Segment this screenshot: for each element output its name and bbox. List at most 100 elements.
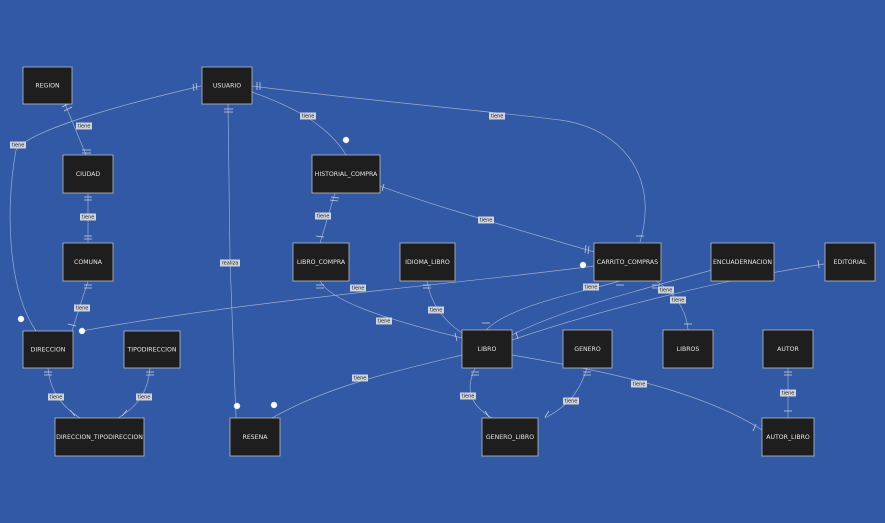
- entity-label: CARRITO_COMPRAS: [597, 259, 658, 266]
- cardinality-mark: [67, 323, 77, 327]
- rel-label: tiene: [300, 112, 316, 120]
- entity-ciudad[interactable]: CIUDAD: [62, 154, 114, 194]
- rel-label: tiene: [583, 283, 599, 291]
- entity-region[interactable]: REGION: [22, 66, 73, 105]
- cardinality-mark: [515, 331, 519, 340]
- rel-label: tiene: [376, 317, 392, 325]
- entity-autor[interactable]: AUTOR: [762, 329, 814, 369]
- rel-label: tiene: [352, 374, 368, 382]
- rel-label-text: tiene: [354, 376, 367, 382]
- rel-label: tiene: [350, 284, 366, 292]
- entity-tipodireccion[interactable]: TIPODIRECCION: [123, 330, 181, 369]
- entity-label: REGION: [35, 83, 60, 90]
- rel-libro-resena-line: [271, 354, 463, 419]
- rel-carrito-libro-line: [485, 280, 621, 331]
- entity-idioma-libro[interactable]: IDIOMA_LIBRO: [399, 242, 456, 282]
- entity-autor-libro[interactable]: AUTOR_LIBRO: [761, 417, 815, 457]
- cardinality-mark: [454, 332, 458, 342]
- optional-marker: [579, 261, 587, 269]
- optional-marker: [342, 136, 350, 144]
- rel-label-text: tiene: [378, 319, 391, 325]
- cardinality-mark: [84, 284, 92, 289]
- rel-label: tiene: [48, 393, 64, 401]
- rel-label-text: tiene: [50, 395, 63, 401]
- rel-label-text: tiene: [430, 308, 443, 314]
- cardinality-mark: [544, 410, 550, 418]
- rel-label-text: tiene: [317, 214, 330, 220]
- rel-label-text: tiene: [660, 288, 673, 294]
- rel-label: tiene: [136, 393, 152, 401]
- entity-label: GENERO_LIBRO: [486, 434, 534, 441]
- entity-direccion-tipodireccion[interactable]: DIRECCION_TIPODIRECCION: [54, 417, 145, 457]
- rel-usuario-carrito-line: [251, 85, 646, 243]
- cardinality-mark: [192, 82, 198, 92]
- cardinality-mark: [44, 371, 52, 376]
- rel-region-ciudad-line: [64, 103, 87, 156]
- entity-genero-libro[interactable]: GENERO_LIBRO: [481, 417, 539, 457]
- rel-libro-autorlibro-line: [511, 354, 763, 431]
- cardinality-mark: [146, 371, 154, 376]
- rel-label-text: tiene: [672, 298, 685, 304]
- rel-label: tiene: [10, 141, 26, 149]
- rel-label: tiene: [76, 122, 92, 130]
- cardinality-mark: [484, 410, 490, 418]
- rel-label-text: tiene: [302, 114, 315, 120]
- rel-label: tiene: [563, 397, 579, 405]
- entity-libro[interactable]: LIBRO: [461, 329, 513, 369]
- entity-carrito-compras[interactable]: CARRITO_COMPRAS: [593, 242, 662, 282]
- entity-historial-compra[interactable]: HISTORIAL_COMPRA: [311, 154, 381, 194]
- cardinality-mark: [315, 235, 325, 238]
- rel-label-text: tiene: [633, 382, 646, 388]
- cardinality-mark: [817, 259, 820, 269]
- rel-carrito-direccion-line: [81, 265, 595, 332]
- rel-label: tiene: [670, 296, 686, 304]
- entity-encuadernacion[interactable]: ENCUADERNACION: [710, 242, 775, 282]
- rel-genero-generolibro-line: [544, 367, 588, 419]
- cardinality-mark: [82, 149, 91, 154]
- entity-usuario[interactable]: USUARIO: [201, 66, 253, 105]
- rel-editorial-libro-line: [511, 263, 825, 341]
- entity-label: LIBRO: [478, 346, 497, 353]
- entity-label: DIRECCION: [31, 347, 66, 354]
- cardinality-mark: [316, 284, 324, 289]
- rel-label: tiene: [315, 212, 331, 220]
- cardinality-mark: [381, 183, 385, 192]
- cardinality-mark: [121, 409, 128, 417]
- entity-genero[interactable]: GENERO: [562, 329, 613, 369]
- entity-label: IDIOMA_LIBRO: [405, 259, 450, 266]
- entity-comuna[interactable]: COMUNA: [62, 242, 114, 282]
- rel-label-text: tiene: [82, 215, 95, 221]
- entity-libro-compra[interactable]: LIBRO_COMPRA: [292, 242, 350, 282]
- cardinality-mark: [584, 244, 590, 255]
- entity-libros[interactable]: LIBROS: [662, 329, 714, 369]
- entity-label: LIBRO_COMPRA: [297, 259, 346, 266]
- rel-usuario-historial-line: [251, 91, 347, 156]
- optional-marker: [270, 401, 278, 409]
- cardinality-marks: [44, 82, 820, 432]
- rel-label: tiene: [74, 304, 90, 312]
- rel-label-text: realiza: [222, 261, 239, 267]
- entity-editorial[interactable]: EDITORIAL: [824, 242, 876, 282]
- cardinality-mark: [471, 371, 479, 376]
- optional-marker: [17, 315, 25, 323]
- rel-encuadernacion-libro-line: [509, 269, 713, 337]
- entity-label: LIBROS: [677, 346, 700, 353]
- entity-resena[interactable]: RESENA: [229, 417, 281, 457]
- entity-label: GENERO: [574, 346, 601, 353]
- rel-label-text: tiene: [565, 399, 578, 405]
- entity-label: EDITORIAL: [834, 259, 868, 266]
- entity-direccion[interactable]: DIRECCION: [22, 330, 74, 369]
- entity-label: TIPODIRECCION: [127, 347, 177, 354]
- relationship-labels: tiene tiene tiene tiene tiene tiene real…: [10, 112, 796, 405]
- rel-label-text: tiene: [352, 286, 365, 292]
- entity-label: CIUDAD: [76, 171, 101, 178]
- entity-label: AUTOR: [777, 346, 799, 353]
- rel-label-text: tiene: [76, 306, 89, 312]
- entity-label: HISTORIAL_COMPRA: [315, 171, 378, 178]
- rel-label-text: tiene: [585, 285, 598, 291]
- cardinality-mark: [256, 82, 261, 90]
- rel-label: tiene: [658, 286, 674, 294]
- rel-label-text: tiene: [480, 218, 493, 224]
- entity-label: USUARIO: [213, 83, 241, 90]
